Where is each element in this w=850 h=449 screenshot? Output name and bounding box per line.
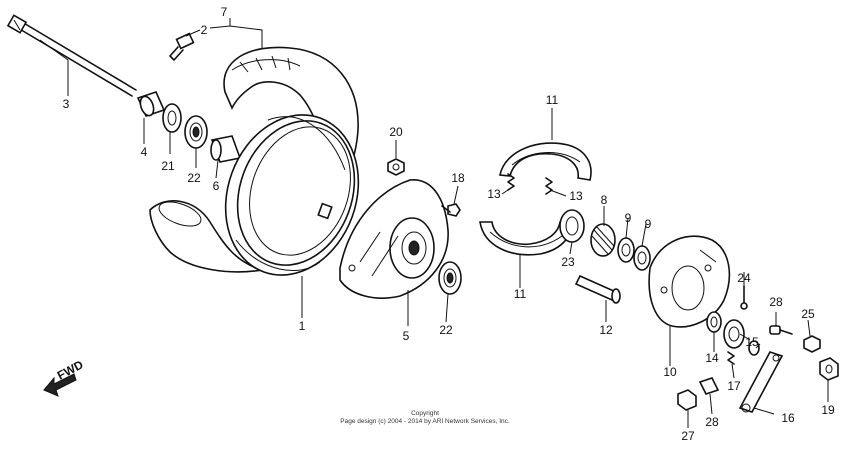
cam-shaft-shape — [574, 274, 621, 304]
nut-20-shape — [387, 158, 405, 176]
bearing-right-shape — [438, 261, 462, 295]
wheel-hub-shape — [224, 114, 360, 276]
callout-11b: 11 — [514, 287, 527, 301]
seal-shape — [162, 103, 182, 133]
callout-10: 10 — [663, 365, 677, 379]
callout-15: 15 — [745, 335, 759, 349]
callout-18: 18 — [451, 171, 465, 185]
callout-13a: 13 — [487, 187, 501, 201]
spring-17-shape — [727, 351, 735, 365]
callout-25: 25 — [801, 307, 815, 321]
copyright-line-1: Copyright — [411, 410, 439, 417]
bearing-left-shape — [184, 115, 208, 149]
callout-12: 12 — [599, 323, 613, 337]
callout-22a: 22 — [187, 171, 201, 185]
washer-9a-shape — [617, 237, 635, 263]
callout-9a: 9 — [625, 211, 632, 225]
copyright-line-2: Page design (c) 2004 - 2014 by ARI Netwo… — [340, 418, 510, 425]
spring-right-shape — [545, 177, 553, 195]
callouts: 7 2 3 4 21 22 6 1 20 5 18 22 11 11 13 13… — [63, 5, 835, 443]
callout-16: 16 — [781, 411, 795, 425]
bolt-18-shape — [441, 203, 461, 217]
brake-shoe-upper-shape — [499, 142, 592, 181]
callout-17: 17 — [727, 379, 741, 393]
callout-24: 24 — [737, 271, 751, 285]
callout-23: 23 — [561, 255, 575, 269]
callout-9b: 9 — [645, 217, 652, 231]
axle-shape — [6, 14, 137, 97]
gear-shape — [590, 223, 616, 257]
callout-28a: 28 — [769, 295, 783, 309]
callout-13b: 13 — [569, 189, 583, 203]
callout-14: 14 — [705, 351, 719, 365]
callout-11a: 11 — [546, 93, 559, 107]
callout-19: 19 — [821, 403, 835, 417]
forward-arrow: FWD — [43, 357, 86, 397]
collar-shape — [210, 135, 242, 163]
callout-5: 5 — [403, 329, 410, 343]
callout-1: 1 — [299, 319, 306, 333]
callout-20: 20 — [389, 125, 403, 139]
seal-23-shape — [559, 209, 585, 243]
washer-14-shape — [706, 311, 722, 333]
callout-22b: 22 — [439, 323, 453, 337]
callout-3: 3 — [63, 97, 70, 111]
pin-24-shape — [740, 285, 748, 310]
leader-lines — [39, 18, 829, 428]
indicator-15-shape — [723, 319, 745, 349]
bolt-28-shape — [769, 325, 793, 335]
callout-27: 27 — [681, 429, 695, 443]
brake-shoe-lower-shape — [479, 221, 573, 256]
callout-21: 21 — [161, 159, 175, 173]
washer-26-shape — [748, 340, 760, 356]
nut-25-shape — [803, 335, 821, 353]
brake-panel-shape — [339, 179, 449, 299]
axle-nut-shape — [819, 357, 839, 381]
callout-7: 7 — [221, 5, 228, 19]
washer-9b-shape — [633, 245, 651, 271]
spring-left-shape — [507, 173, 515, 191]
callout-8: 8 — [601, 193, 608, 207]
callout-28b: 28 — [705, 415, 719, 429]
brake-arm-shape — [738, 351, 784, 413]
brake-plate-shape — [648, 235, 731, 328]
spacer-shape — [136, 91, 166, 117]
valve-shape — [169, 32, 195, 61]
callout-4: 4 — [141, 145, 148, 159]
nut-27-shape — [677, 389, 697, 411]
callout-2: 2 — [201, 23, 208, 37]
callout-6: 6 — [213, 179, 220, 193]
collar-28-shape — [698, 377, 720, 395]
